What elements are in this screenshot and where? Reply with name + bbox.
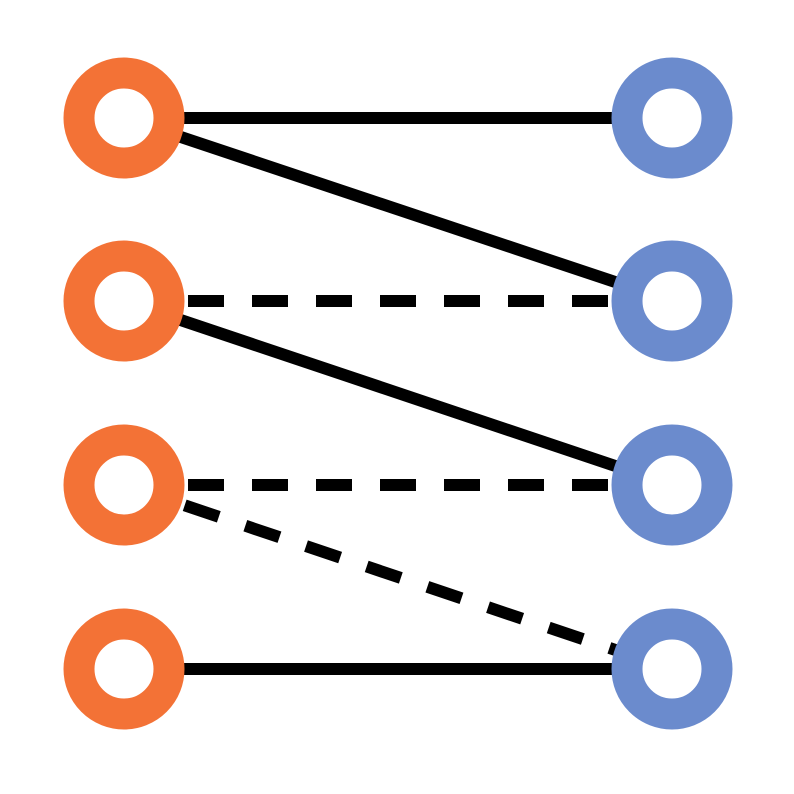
edge-l3-r4-dashed	[122, 479, 674, 675]
right-node-3	[611, 424, 733, 546]
left-node-1	[63, 57, 185, 179]
edges-layer	[122, 112, 674, 675]
edge-l2-r3-solid	[122, 295, 674, 491]
left-node-4	[63, 608, 185, 730]
nodes-layer	[63, 57, 733, 730]
left-node-3	[63, 424, 185, 546]
edge-l1-r2-solid	[122, 112, 674, 307]
right-node-2	[611, 240, 733, 362]
right-node-1	[611, 57, 733, 179]
right-node-4	[611, 608, 733, 730]
left-node-2	[63, 240, 185, 362]
